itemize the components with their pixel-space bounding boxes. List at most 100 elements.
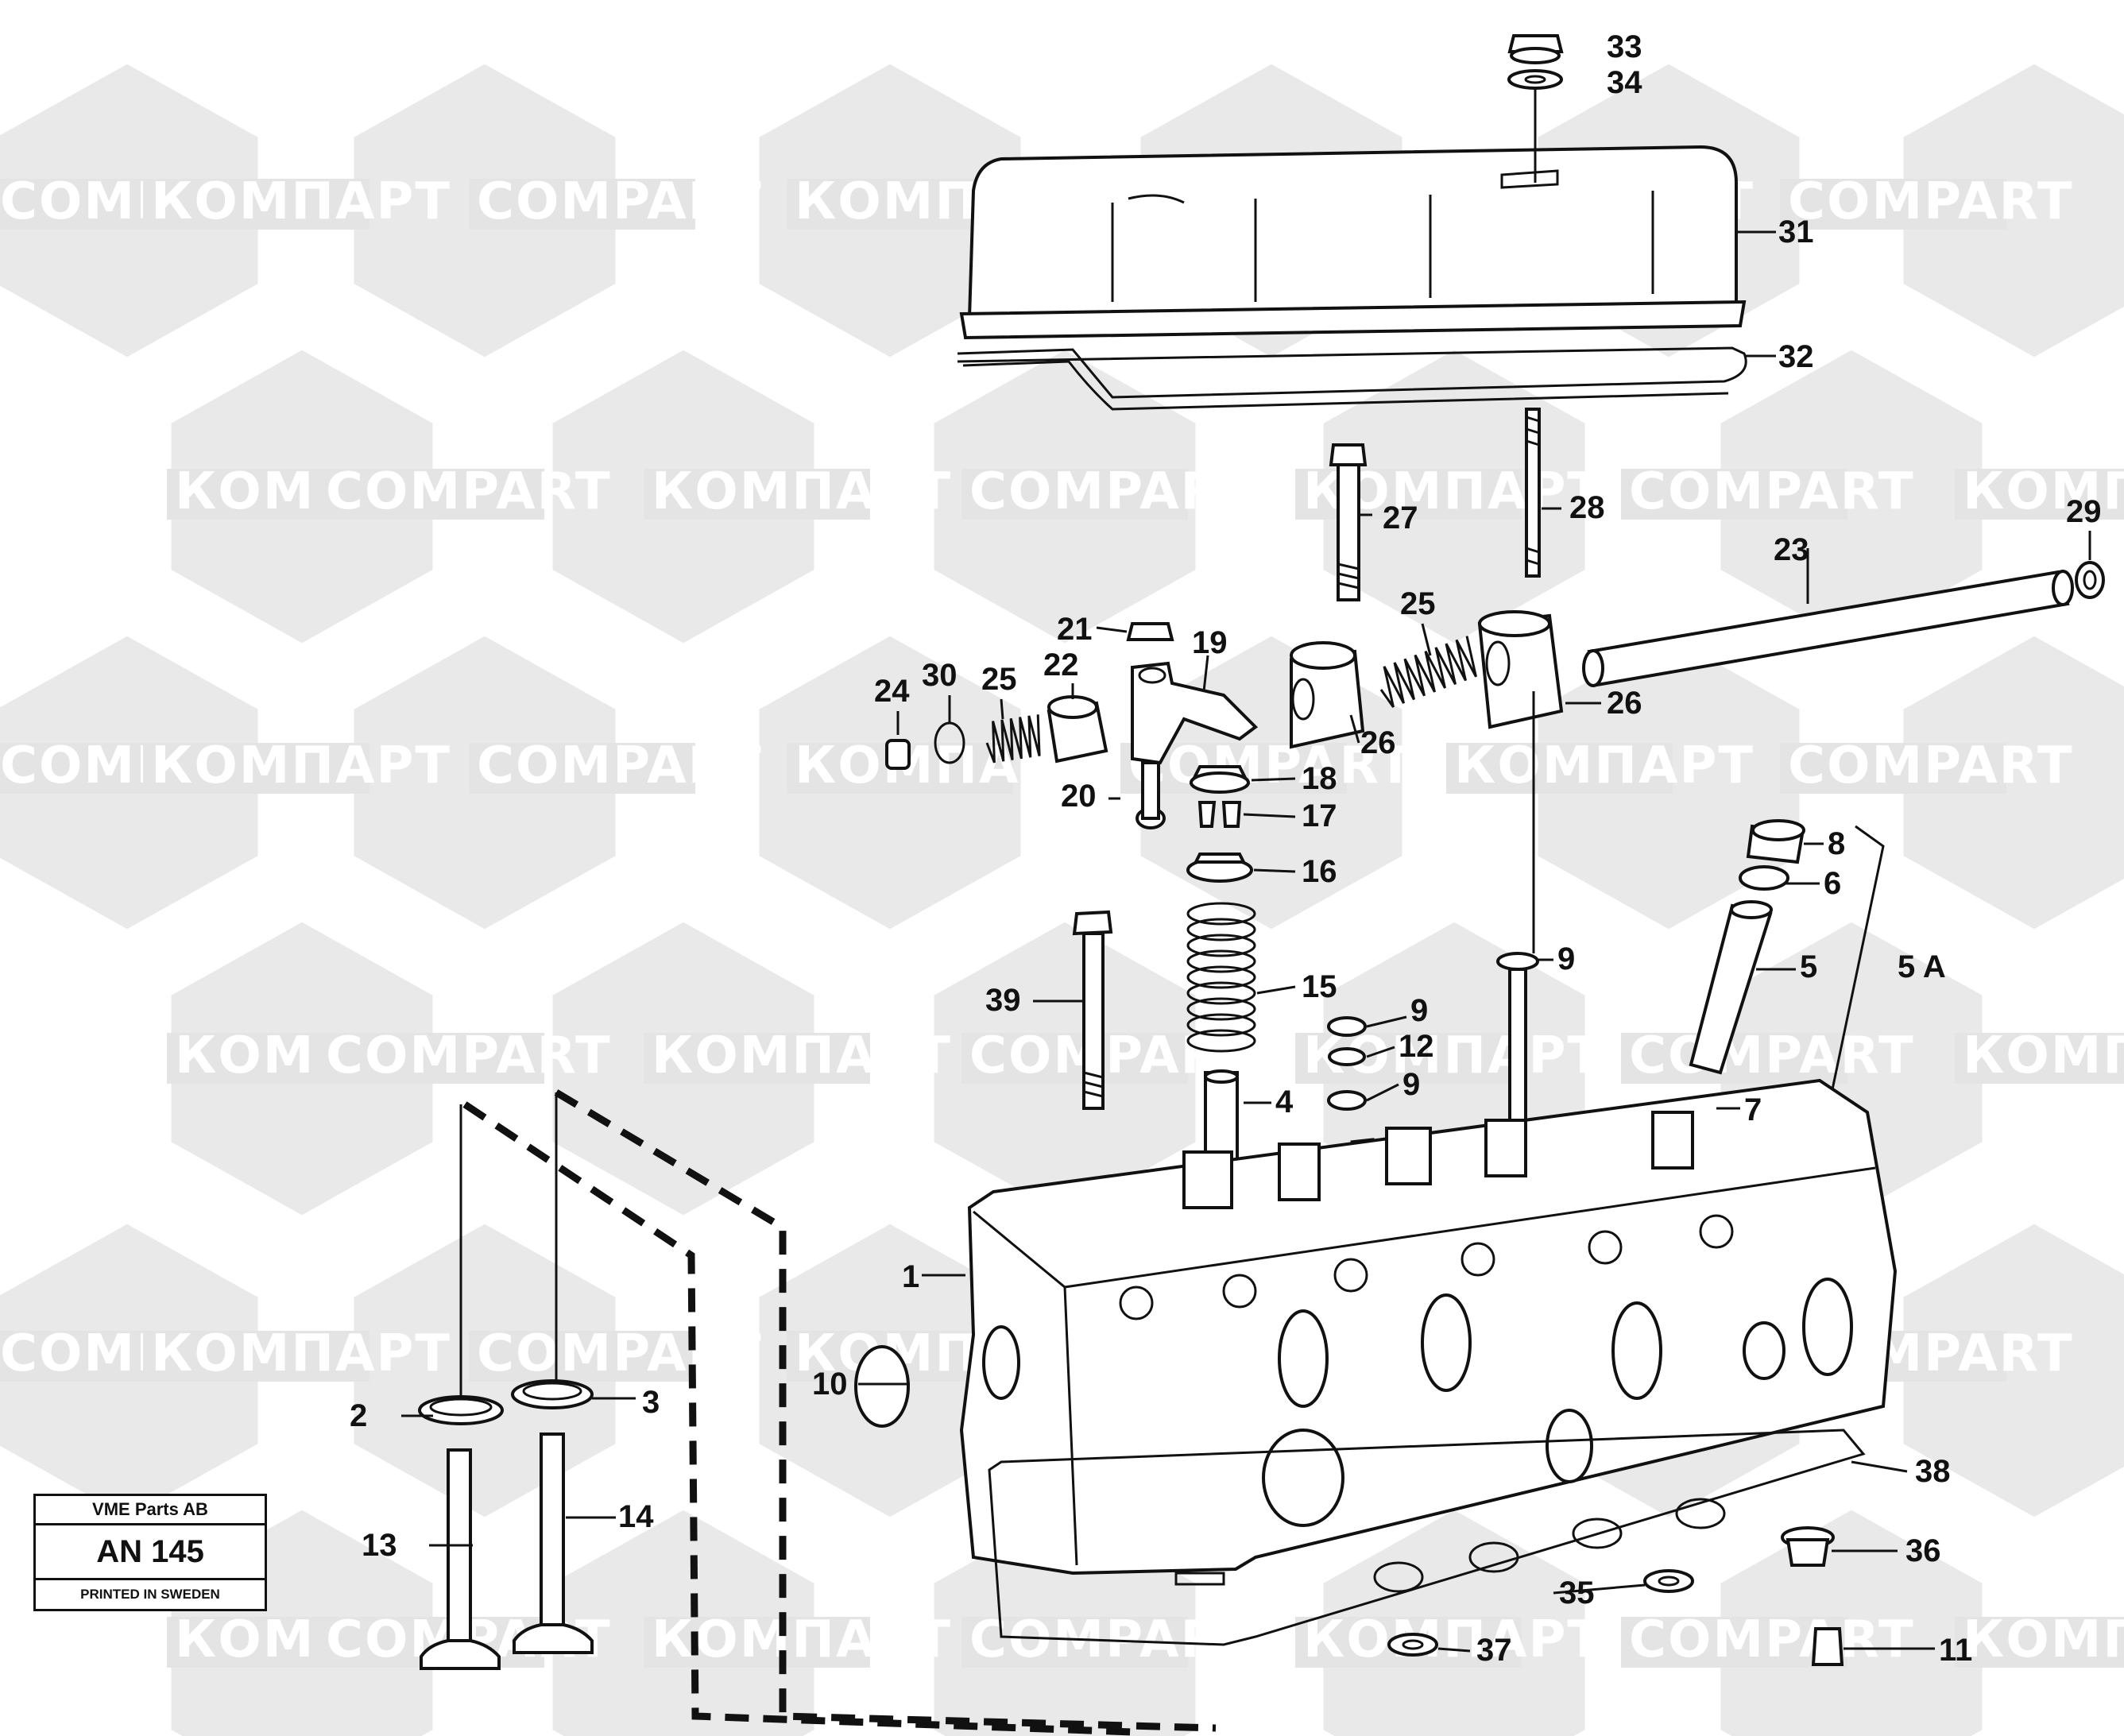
callout-21: 21 bbox=[1057, 612, 1093, 647]
callout-2: 2 bbox=[350, 1398, 367, 1433]
callout-5: 5 bbox=[1800, 949, 1817, 984]
sleeve-cap-8 bbox=[1746, 819, 1805, 864]
plug-37 bbox=[1387, 1633, 1438, 1657]
watermark-band bbox=[644, 469, 870, 520]
nameplate-printed: PRINTED IN SWEDEN bbox=[80, 1587, 220, 1602]
watermark-hex bbox=[1720, 350, 1983, 644]
assembly-dashed-lines bbox=[462, 1089, 1217, 1736]
valve-spring-15 bbox=[1186, 902, 1256, 1053]
watermark-band bbox=[1955, 1033, 2124, 1084]
watermark-band bbox=[1780, 179, 2006, 230]
callout-27: 27 bbox=[1383, 501, 1418, 535]
watermark-text: COMPART bbox=[1629, 1027, 1915, 1085]
spring-retainer-18 bbox=[1189, 765, 1251, 794]
watermark-text: COMPART bbox=[969, 462, 1255, 521]
valve-cover bbox=[959, 145, 1747, 340]
watermark-band bbox=[961, 1033, 1188, 1084]
valve-cotters-17 bbox=[1197, 801, 1242, 828]
watermark-text: КОМПАРТ bbox=[652, 1610, 952, 1669]
watermark-text: COMPART bbox=[1128, 737, 1414, 795]
watermark-band bbox=[644, 1617, 870, 1668]
valve-14 bbox=[513, 1432, 594, 1654]
watermark-hex bbox=[1720, 1510, 1983, 1736]
callout-9-stud: 9 bbox=[1557, 941, 1575, 976]
plug-11 bbox=[1811, 1627, 1844, 1666]
watermark-band bbox=[1955, 469, 2124, 520]
callout-19: 19 bbox=[1192, 625, 1228, 660]
callout-37: 37 bbox=[1476, 1633, 1512, 1668]
rocker-shaft-23 bbox=[1582, 570, 2074, 687]
washer-9-upper bbox=[1327, 1016, 1367, 1037]
callout-11: 11 bbox=[1939, 1633, 1972, 1668]
callout-10: 10 bbox=[812, 1367, 848, 1402]
watermark-band bbox=[318, 1033, 544, 1084]
washer-34 bbox=[1507, 69, 1563, 90]
callout-23: 23 bbox=[1774, 532, 1809, 567]
callout-9-upper: 9 bbox=[1410, 993, 1428, 1028]
watermark-hex bbox=[1903, 636, 2124, 930]
screw-20 bbox=[1136, 761, 1166, 829]
callout-3: 3 bbox=[642, 1385, 660, 1420]
watermark-text: COMPART bbox=[1629, 462, 1915, 521]
callout-26-right: 26 bbox=[1607, 686, 1642, 721]
rocker-bracket-26a bbox=[1290, 641, 1365, 749]
watermark-band bbox=[143, 179, 369, 230]
callout-8: 8 bbox=[1828, 826, 1845, 861]
ring-29 bbox=[2075, 561, 2105, 599]
head-gasket-38 bbox=[988, 1429, 1866, 1646]
watermark-band bbox=[1621, 1033, 1847, 1084]
callout-labels: 1 2 3 4 5 5 A 6 7 8 9 9 9 10 11 12 13 14… bbox=[350, 29, 2102, 1668]
washer-9-lower bbox=[1327, 1090, 1367, 1111]
watermark-text: COMPART bbox=[1788, 737, 2074, 795]
nameplate-company: VME Parts AB bbox=[36, 1496, 265, 1525]
washer-12 bbox=[1328, 1047, 1366, 1066]
nut-21 bbox=[1126, 622, 1174, 641]
nut-33 bbox=[1507, 34, 1564, 64]
watermark-hex bbox=[1903, 1224, 2124, 1518]
callout-4: 4 bbox=[1275, 1085, 1294, 1119]
watermark-band bbox=[143, 1331, 369, 1382]
valve-cover-gasket bbox=[957, 346, 1747, 411]
callout-22: 22 bbox=[1043, 648, 1079, 682]
callout-35: 35 bbox=[1559, 1576, 1595, 1610]
callout-1: 1 bbox=[902, 1259, 919, 1294]
callout-12: 12 bbox=[1399, 1029, 1434, 1064]
bolt-39 bbox=[1072, 910, 1113, 1110]
watermark-text: COMPART bbox=[477, 737, 763, 795]
callout-33: 33 bbox=[1607, 29, 1642, 64]
watermark-text: COMPART bbox=[1629, 1610, 1915, 1669]
valve-seat-ring-3 bbox=[511, 1379, 594, 1409]
watermark-text: КОМПАРТ bbox=[1963, 1610, 2124, 1669]
watermark-text: КОМПАРТ bbox=[1303, 1610, 1604, 1669]
watermark-band bbox=[1621, 1617, 1847, 1668]
watermark-text: КОМПАРТ bbox=[652, 1027, 952, 1085]
watermark-band bbox=[469, 1331, 695, 1382]
callout-16: 16 bbox=[1302, 854, 1337, 889]
callout-39: 39 bbox=[985, 983, 1021, 1018]
watermark-band bbox=[1621, 469, 1847, 520]
rocker-arm-19 bbox=[1131, 661, 1259, 765]
rocker-bracket-26b bbox=[1477, 610, 1564, 729]
callout-31: 31 bbox=[1778, 215, 1814, 249]
callout-25-left: 25 bbox=[981, 662, 1017, 697]
callout-13: 13 bbox=[362, 1528, 397, 1563]
callout-20: 20 bbox=[1061, 779, 1097, 814]
stud-28 bbox=[1525, 408, 1541, 578]
valve-seat-ring-2 bbox=[418, 1395, 504, 1425]
watermark-text: КОМПАРТ bbox=[151, 1324, 451, 1383]
watermark-hex bbox=[1903, 64, 2124, 358]
nameplate-code: AN 145 bbox=[36, 1525, 265, 1580]
head-port-seal bbox=[982, 1325, 1020, 1400]
watermark-text: КОМПАРТ bbox=[1963, 462, 2124, 521]
callout-7: 7 bbox=[1744, 1092, 1762, 1127]
watermark-band bbox=[1955, 1617, 2124, 1668]
plug-36 bbox=[1781, 1526, 1835, 1567]
callout-24: 24 bbox=[874, 674, 910, 709]
plug-24 bbox=[885, 739, 911, 770]
bushing-22 bbox=[1047, 695, 1108, 764]
plug-10 bbox=[854, 1345, 910, 1428]
watermark-band bbox=[143, 743, 369, 794]
nameplate: VME Parts AB AN 145 PRINTED IN SWEDEN bbox=[33, 1494, 267, 1611]
watermark-text: COMPART bbox=[326, 1027, 612, 1085]
